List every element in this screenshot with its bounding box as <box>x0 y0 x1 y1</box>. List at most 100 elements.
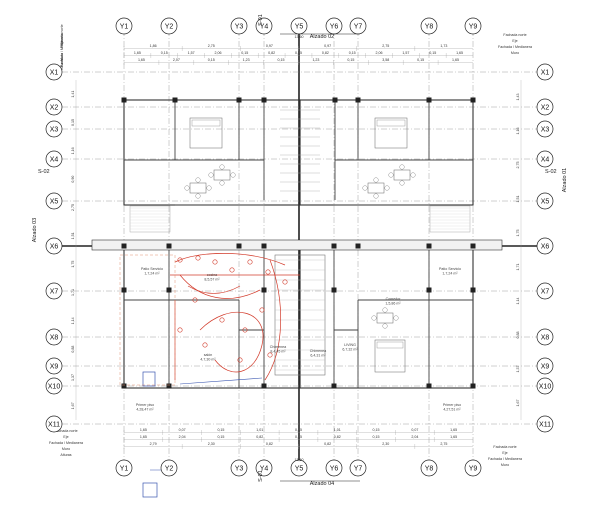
strip-label-right: Muro <box>511 51 519 55</box>
bubble-circle <box>45 328 63 346</box>
bubble-circle <box>536 63 554 81</box>
bottom-dimension: 0,15 <box>217 435 224 439</box>
room-name: Comedor <box>386 297 402 301</box>
circuit-arc <box>179 274 261 299</box>
chair <box>362 185 368 191</box>
circuit-arc <box>199 312 264 373</box>
top-dimension: 1,86 <box>150 44 157 48</box>
column <box>261 243 267 249</box>
grid-bubble-top-Y5: Y5 <box>290 17 308 35</box>
strip-label-bottom-left: Fachada norte <box>54 429 77 433</box>
top-dimension: 2,06 <box>214 51 221 55</box>
column <box>261 287 267 293</box>
electrical-point <box>177 257 183 263</box>
column <box>426 97 432 103</box>
strip-label-left: Alturas <box>60 58 64 69</box>
bubble-label: X11 <box>539 422 551 429</box>
bubble-circle <box>230 459 248 477</box>
top-dimension: 1,65 <box>452 58 459 62</box>
stair-core <box>274 254 326 376</box>
strip-label-bottom-left: Fachada / Medianera <box>49 441 83 445</box>
bubble-circle <box>115 459 133 477</box>
grid-bubble-left-X5: X5 <box>45 192 63 210</box>
bubble-label: Y1 <box>120 24 129 31</box>
grid-bubble-top-Y3: Y3 <box>230 17 248 35</box>
dining-table <box>213 169 231 181</box>
bubble-circle <box>536 357 554 375</box>
electrical-point <box>202 342 208 348</box>
bubble-label: Y4 <box>260 466 269 473</box>
electrical-point <box>219 317 225 323</box>
center-top-dim: 13,60 <box>295 35 304 39</box>
bottom-dimension: 0,07 <box>411 428 418 432</box>
bubble-circle <box>325 459 343 477</box>
chair <box>410 172 416 178</box>
top-dimension: 1,73 <box>440 44 447 48</box>
bubble-label: X1 <box>50 70 59 77</box>
bottom-dimension: 1,01 <box>334 428 341 432</box>
strip-label-left: Fachada norte <box>60 24 64 47</box>
top-dimension: 0,15 <box>429 51 436 55</box>
chair <box>384 185 390 191</box>
bed <box>374 117 408 149</box>
top-dimension: 0,82 <box>322 51 329 55</box>
dining-table <box>189 182 207 194</box>
circuit-arc <box>174 253 286 266</box>
bubble-circle <box>45 120 63 138</box>
top-dimension: 0,15 <box>417 58 424 62</box>
right-dimension: 2,75 <box>516 162 520 169</box>
column <box>426 287 432 293</box>
column <box>236 97 242 103</box>
grid-bubble-left-X3: X3 <box>45 120 63 138</box>
column <box>470 97 476 103</box>
top-dimension: 1,65 <box>134 51 141 55</box>
bottom-dimension: 0,15 <box>295 428 302 432</box>
bubble-label: Y9 <box>469 24 478 31</box>
dining-table <box>367 182 385 194</box>
top-dimension: 0,15 <box>347 58 354 62</box>
section-left-marker: S-02 <box>38 169 50 175</box>
bottom-dimension: 1,65 <box>140 428 147 432</box>
right-dimension: 1,37 <box>516 366 520 373</box>
chair <box>206 185 212 191</box>
left-dimension: 1,14 <box>71 317 75 324</box>
top-dimension: 0,15 <box>295 51 302 55</box>
top-dimension: 3,58 <box>382 58 389 62</box>
bottom-dimension: 0,82 <box>334 435 341 439</box>
center-bottom-dim: 13,60 <box>295 458 304 462</box>
bubble-label: Y5 <box>295 24 304 31</box>
room-area: 1,7,24 m² <box>144 272 160 276</box>
strip-label-bottom-right: Fachada / Medianera <box>488 457 522 461</box>
section-right-marker: S-02 <box>545 169 557 175</box>
bubble-circle <box>536 98 554 116</box>
top-dimension: 1,65 <box>456 51 463 55</box>
chair <box>371 315 377 321</box>
grid-bubble-bottom-Y5: Y5 <box>290 459 308 477</box>
column <box>331 383 337 389</box>
chair <box>230 172 236 178</box>
bubble-circle <box>420 459 438 477</box>
electrical-point <box>247 259 253 265</box>
bubble-label: X1 <box>541 70 550 77</box>
bubble-circle <box>464 17 482 35</box>
bubble-label: X5 <box>541 199 550 206</box>
left-dimension: 0,15 <box>71 119 75 126</box>
bubble-label: Y2 <box>165 24 174 31</box>
bubble-label: X8 <box>541 335 550 342</box>
strip-label-bottom-left: Alturas <box>60 453 71 457</box>
top-dimension: 0,15 <box>208 58 215 62</box>
blue-symbol <box>142 371 156 387</box>
bubble-circle <box>45 150 63 168</box>
bubble-circle <box>464 459 482 477</box>
room-area: 1,5,86 m² <box>385 302 401 306</box>
grid-bubble-right-X6: X6 <box>536 237 554 255</box>
bubble-circle <box>536 282 554 300</box>
central-corridor-slab <box>91 239 503 251</box>
column <box>166 383 172 389</box>
bubble-label: Y2 <box>165 466 174 473</box>
room-area: 4,7,30 m² <box>200 358 216 362</box>
top-dimension: 1,57 <box>188 51 195 55</box>
